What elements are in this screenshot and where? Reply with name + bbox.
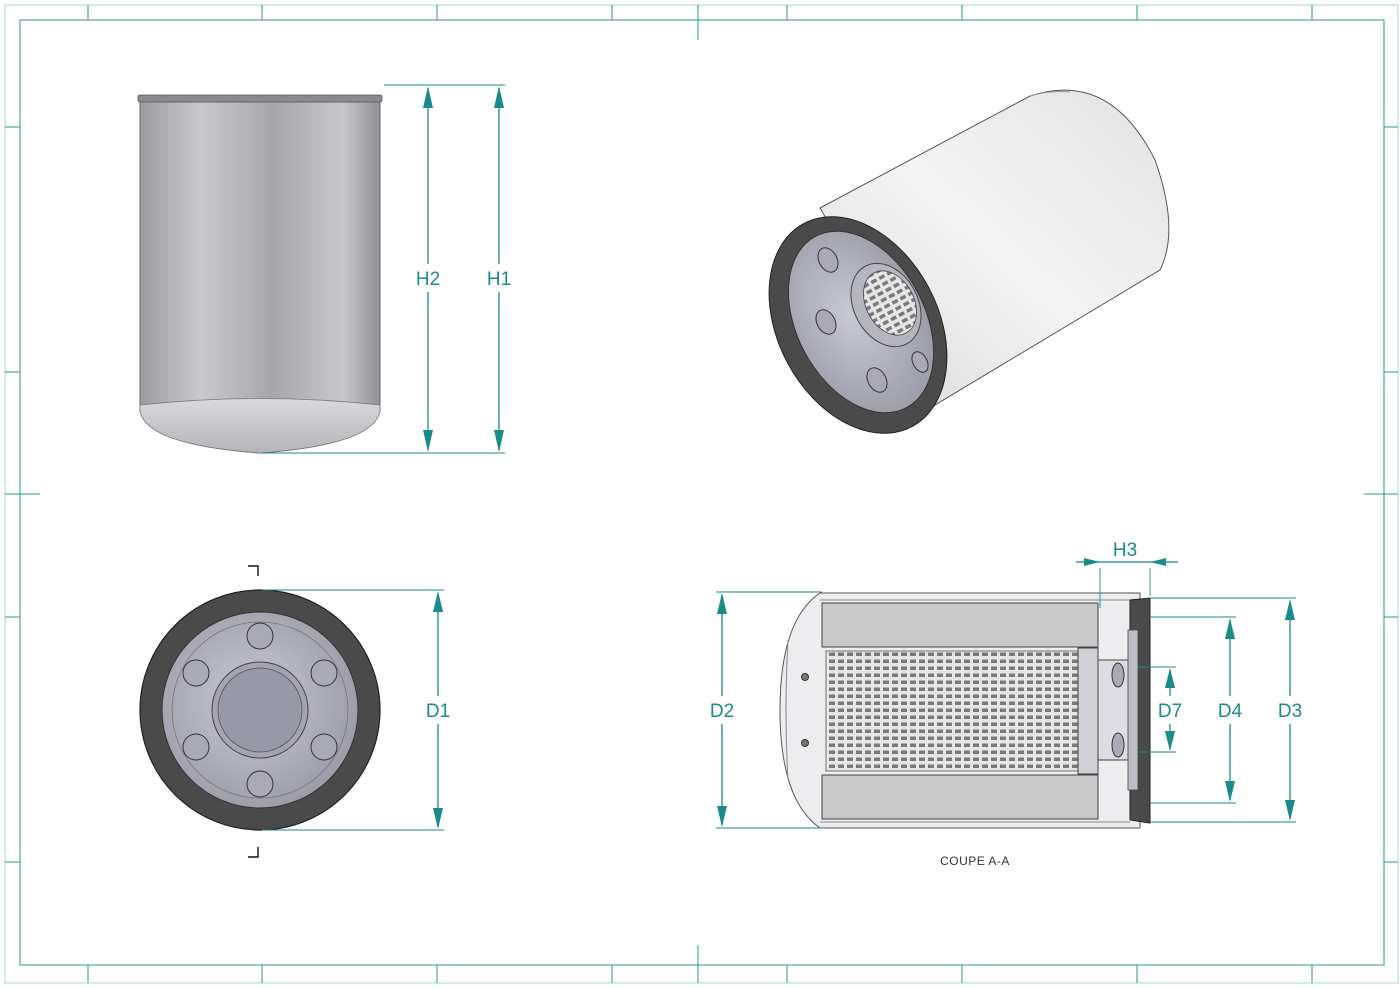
dimension-label-d4: D4 (1218, 701, 1243, 722)
frame-ticks (5, 5, 1398, 983)
dimension-label-d3: D3 (1278, 701, 1302, 722)
dimension-label-h2: H2 (416, 269, 440, 290)
dimension-label-d2: D2 (710, 701, 734, 722)
bottom-view (139, 565, 381, 858)
section-view (779, 592, 1151, 829)
dimension-label-d1: D1 (426, 701, 450, 722)
section-view-dimensions: H3 D2 D3 D4 D7 COUPE A-A (704, 540, 1308, 868)
isometric-view (768, 89, 1170, 434)
dimension-label-d7: D7 (1158, 701, 1182, 722)
bottom-view-dimensions: D1 (262, 589, 456, 831)
dimension-label-h3: H3 (1113, 540, 1137, 561)
front-view-dimensions: H2 H1 (262, 84, 517, 454)
dimension-label-h1: H1 (487, 269, 511, 290)
section-caption: COUPE A-A (940, 854, 1010, 868)
front-view (137, 94, 383, 454)
drawing-frame (4, 4, 1399, 984)
